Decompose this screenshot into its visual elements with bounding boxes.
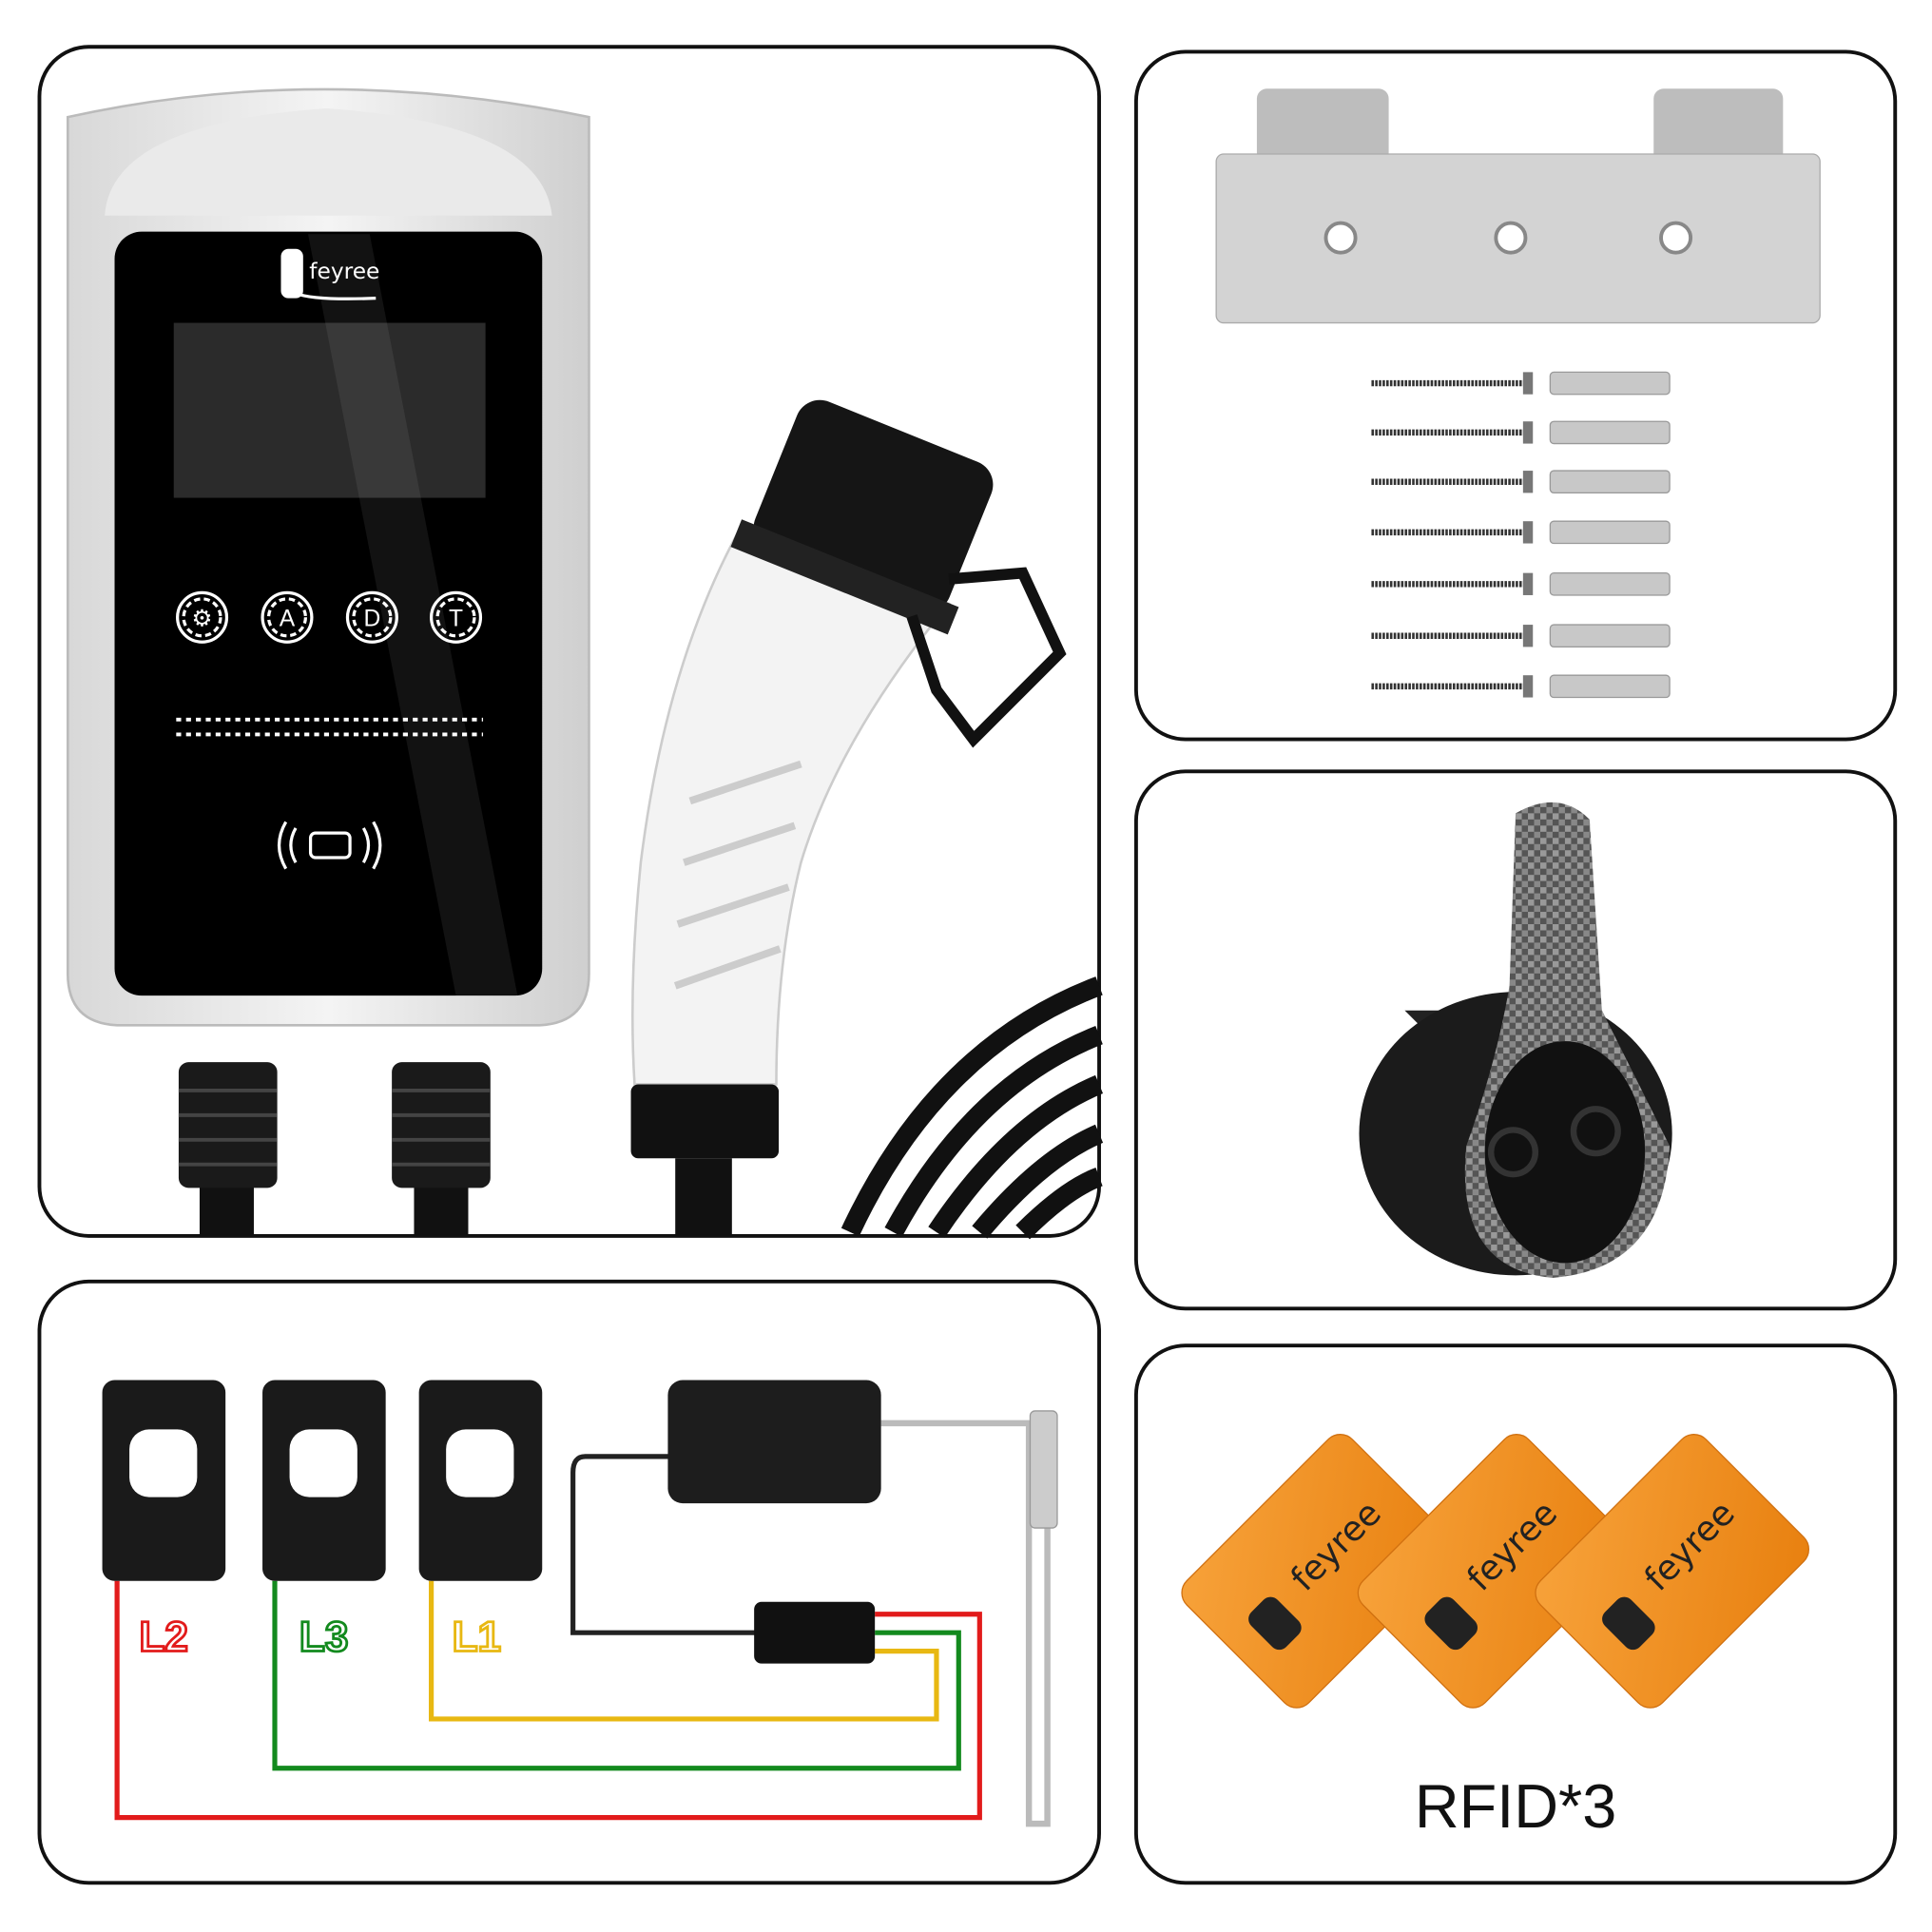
black-cable xyxy=(570,1454,759,1635)
wire-l2 xyxy=(114,1580,982,1821)
wall-bracket xyxy=(1215,88,1821,324)
ct-clamp xyxy=(418,1380,543,1581)
protective-cap-strap xyxy=(906,567,1067,748)
svg-text:feyree: feyree xyxy=(309,259,379,284)
cable-coil xyxy=(840,976,1104,1240)
wall-bracket-panel xyxy=(1133,49,1898,742)
rfid-caption: RFID*3 xyxy=(1415,1771,1616,1841)
brand-logo: feyree xyxy=(280,248,379,300)
button-d-label: D xyxy=(364,606,381,631)
button-t[interactable] xyxy=(429,590,483,644)
button-d[interactable] xyxy=(345,590,398,644)
ct-clamp xyxy=(102,1380,226,1581)
type2-connector xyxy=(630,399,1067,1159)
label-l2: L2 xyxy=(139,1614,187,1661)
wire-l1 xyxy=(429,1580,939,1722)
settings-button[interactable] xyxy=(176,590,229,644)
rj45-plug xyxy=(1029,1410,1058,1529)
wire-l3 xyxy=(272,1580,961,1771)
rfid-reader-icon xyxy=(277,821,382,870)
screws-and-anchors xyxy=(1371,371,1670,697)
connector-holder xyxy=(1359,802,1672,1278)
button-a[interactable] xyxy=(261,590,314,644)
cable-gland xyxy=(178,1062,278,1188)
led-indicator-bar xyxy=(176,717,484,737)
meter-module xyxy=(667,1380,881,1504)
button-t-label: T xyxy=(449,606,463,631)
rfid-card: feyree xyxy=(1535,1434,1810,1709)
label-l3: L3 xyxy=(299,1614,348,1661)
ct-clamps-panel: L2 L3 L1 xyxy=(37,1279,1101,1885)
connector-holder-panel xyxy=(1133,769,1898,1311)
display-screen xyxy=(173,322,486,498)
ct-clamp xyxy=(262,1380,386,1581)
clamp-adapter xyxy=(754,1601,876,1664)
charger-body: feyree ⚙ A D T xyxy=(66,87,590,1027)
cable-gland xyxy=(392,1062,491,1188)
gear-icon: ⚙ xyxy=(192,606,213,631)
rfid-panel: feyree feyree feyree RFID*3 xyxy=(1133,1343,1898,1885)
button-a-label: A xyxy=(280,606,296,631)
charger-panel: feyree ⚙ A D T xyxy=(37,45,1104,1240)
label-l1: L1 xyxy=(453,1614,501,1661)
ethernet-cable xyxy=(880,1420,1051,1827)
